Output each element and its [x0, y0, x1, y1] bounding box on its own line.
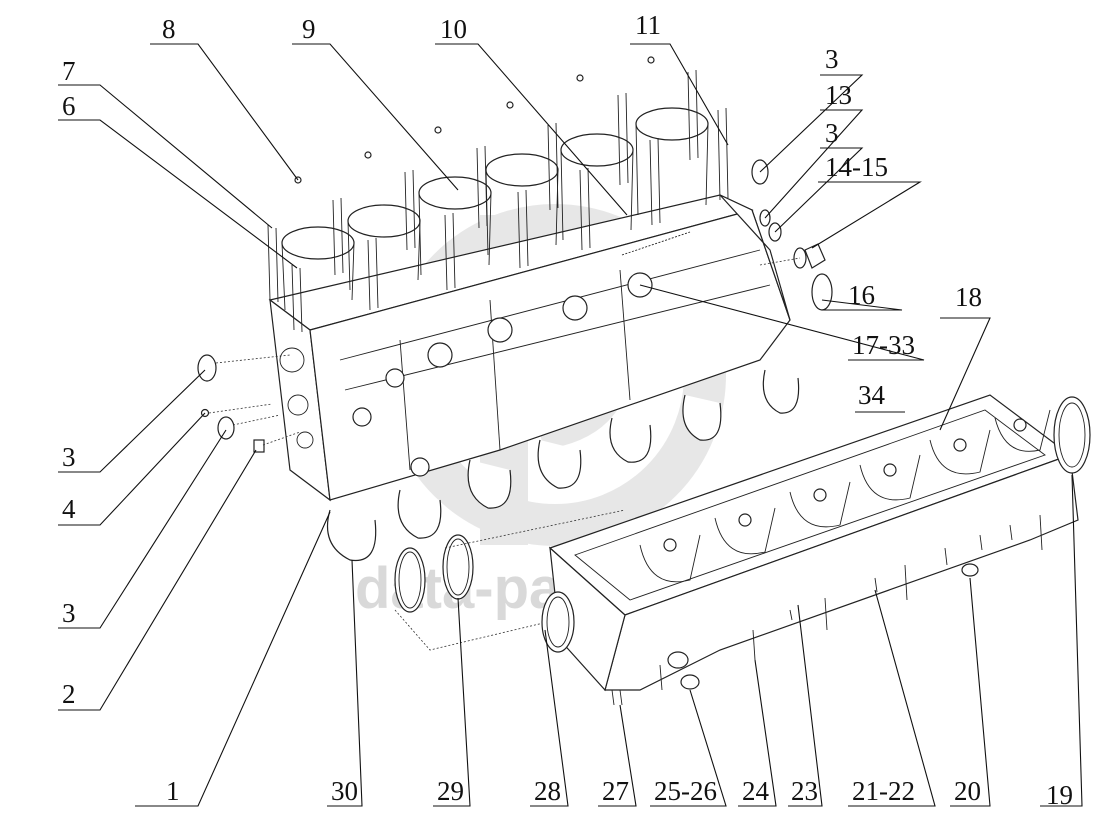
- cylinder-head-studs: [267, 69, 729, 333]
- callout-3-rear-top: 3: [825, 44, 839, 74]
- liner-1: [281, 226, 355, 311]
- callout-9: 9: [302, 14, 316, 44]
- callout-21-22: 21-22: [852, 776, 915, 806]
- front-seal-ring: [541, 591, 575, 653]
- callout-1: 1: [166, 776, 180, 806]
- rear-seal-ring: [1053, 396, 1091, 474]
- callout-20: 20: [954, 776, 981, 806]
- callout-23: 23: [791, 776, 818, 806]
- dowel-pins: [294, 56, 655, 184]
- callout-17-33: 17-33: [852, 330, 915, 360]
- callout-3-rear-mid: 3: [825, 118, 839, 148]
- callout-24: 24: [742, 776, 770, 806]
- callout-3-front-a: 3: [62, 442, 76, 472]
- lower-crankcase: [548, 394, 1079, 706]
- main-bearing-bores: [326, 369, 800, 562]
- callout-34: 34: [858, 380, 886, 410]
- callout-3-front-b: 3: [62, 598, 76, 628]
- callout-16: 16: [848, 280, 875, 310]
- callout-10: 10: [440, 14, 467, 44]
- callout-2: 2: [62, 679, 76, 709]
- callout-29: 29: [437, 776, 464, 806]
- callout-13: 13: [825, 80, 852, 110]
- callout-25-26: 25-26: [654, 776, 717, 806]
- callout-18: 18: [955, 282, 982, 312]
- liner-3: [418, 176, 492, 276]
- callout-4: 4: [62, 494, 76, 524]
- front-plugs: [197, 354, 301, 453]
- liner-6: [635, 107, 709, 216]
- liner-5: [560, 133, 634, 241]
- callout-8: 8: [162, 14, 176, 44]
- callout-19: 19: [1046, 780, 1073, 810]
- callout-11: 11: [635, 10, 661, 40]
- callout-28: 28: [534, 776, 561, 806]
- callout-27: 27: [602, 776, 629, 806]
- callout-6: 6: [62, 91, 76, 121]
- cylinder-block: [268, 194, 791, 502]
- leader-lines: [58, 43, 1083, 807]
- callout-labels: 8 9 10 11 7 6 3 13 3 14-15 16 18 17-33 3…: [62, 10, 1073, 810]
- callout-7: 7: [62, 56, 76, 86]
- callout-30: 30: [331, 776, 358, 806]
- cylinder-liners: [281, 107, 709, 311]
- callout-14-15: 14-15: [825, 152, 888, 182]
